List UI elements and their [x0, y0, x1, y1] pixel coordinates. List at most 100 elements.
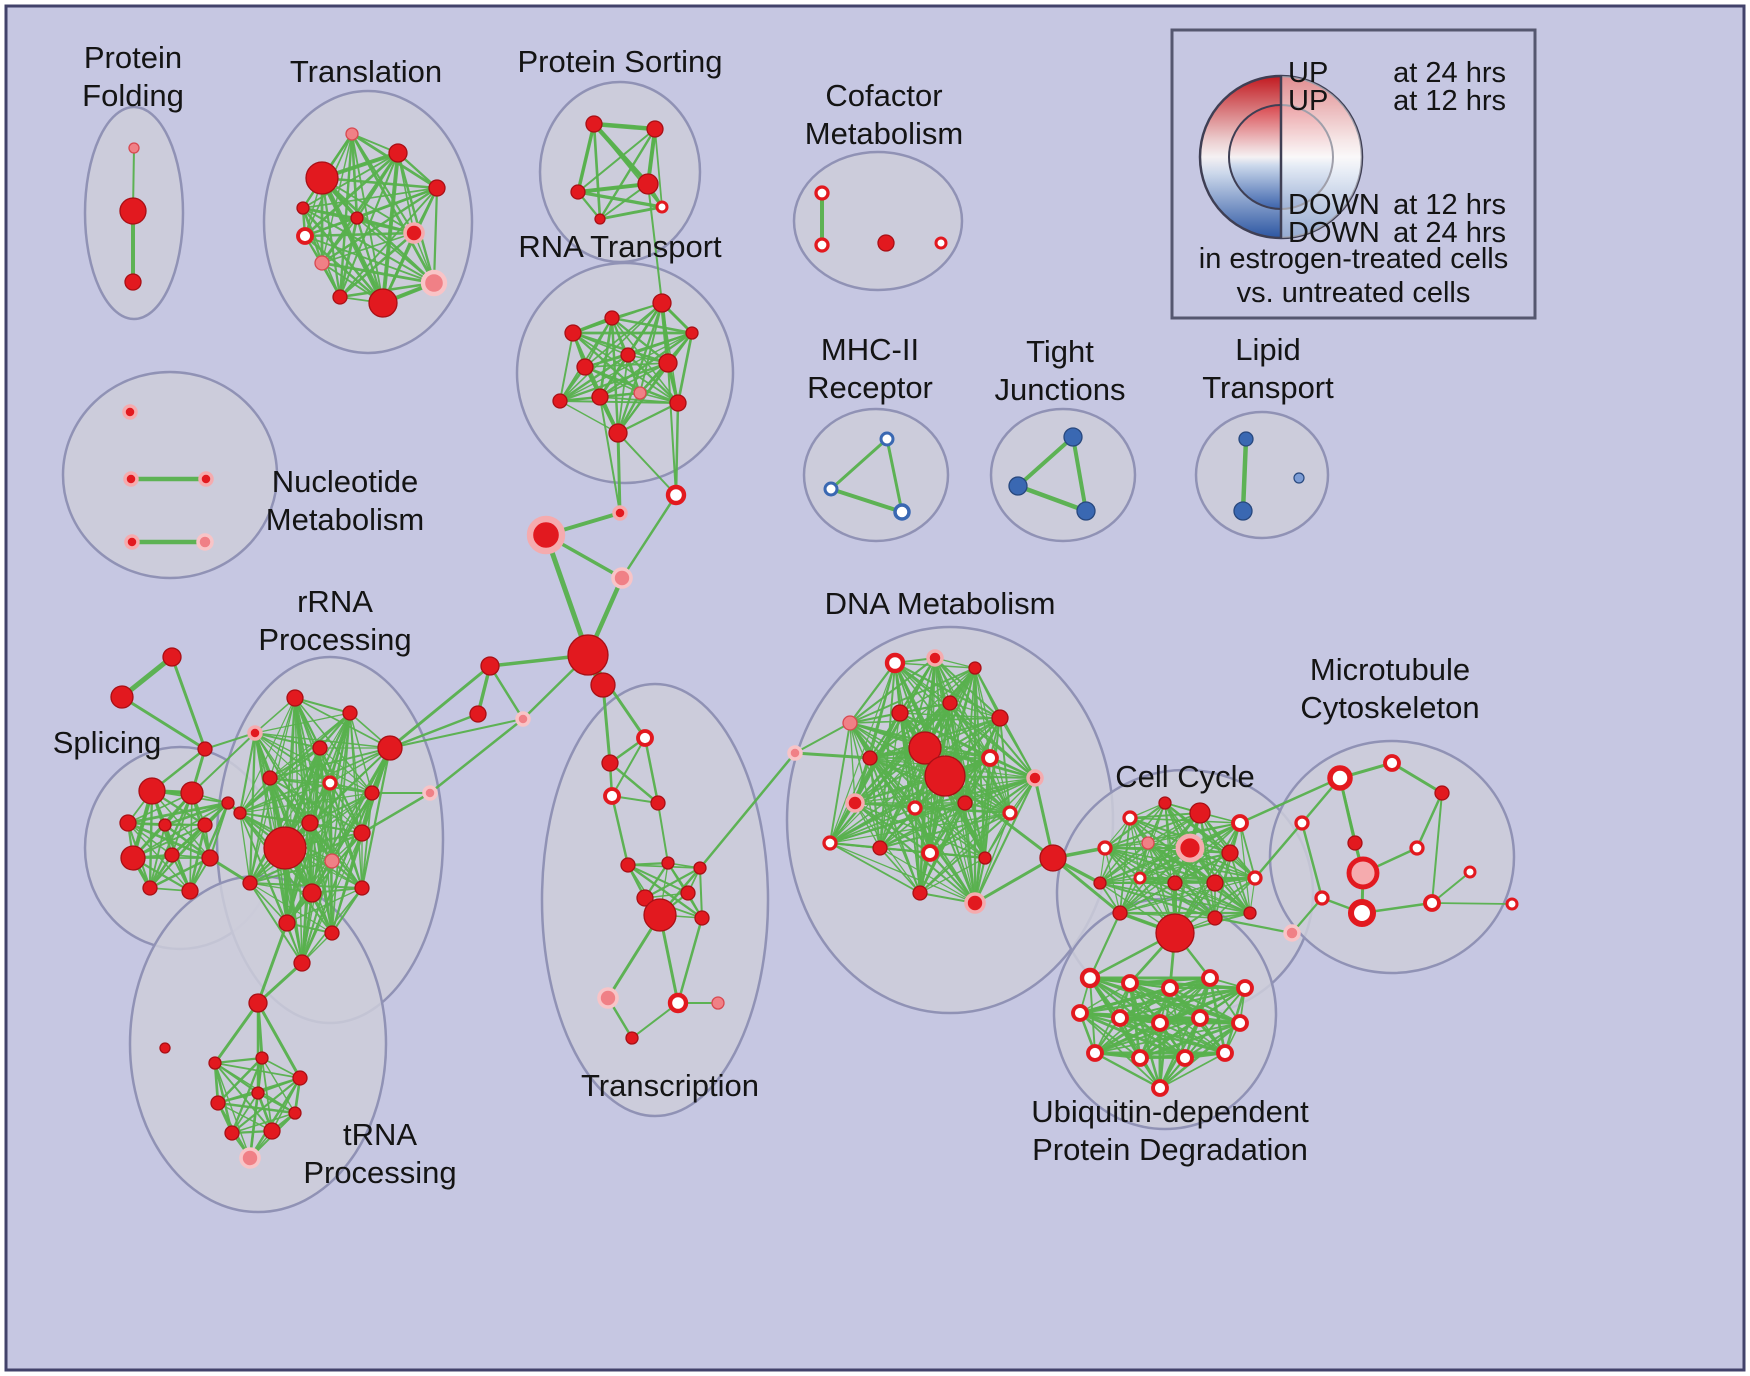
cluster-label-rna-transport: RNA Transport [518, 229, 722, 264]
edge [120, 695, 207, 751]
edge [216, 1056, 264, 1105]
edge [626, 863, 704, 920]
gene-node [912, 885, 928, 901]
gene-node [1161, 979, 1179, 997]
edge [1390, 761, 1444, 795]
gene-node [1505, 897, 1519, 911]
gene-node [665, 484, 687, 506]
gene-node [480, 656, 500, 676]
gene-node [934, 236, 948, 250]
edge [238, 731, 257, 815]
gene-node [907, 800, 923, 816]
gene-node [1141, 836, 1155, 850]
gene-node [1206, 874, 1224, 892]
edge [591, 121, 658, 132]
edge [973, 776, 1037, 905]
edge [1159, 977, 1211, 1024]
gene-node [814, 237, 830, 253]
gene-node [1131, 1049, 1149, 1067]
edge [559, 302, 663, 402]
gene-node [1076, 501, 1096, 521]
edge [829, 437, 889, 491]
edge [1051, 856, 1122, 915]
edge [1098, 841, 1150, 885]
cluster-label-splicing: Splicing [53, 725, 162, 760]
edge [308, 791, 374, 825]
edge [657, 802, 669, 864]
gene-node [128, 142, 140, 154]
gene-node [814, 185, 830, 201]
legend-direction-label: UP [1288, 57, 1328, 89]
edge [676, 331, 694, 405]
edge [388, 664, 492, 750]
gene-node [1191, 1009, 1209, 1027]
edge [248, 831, 364, 885]
gene-node [242, 875, 258, 891]
edge [1159, 1052, 1226, 1089]
edge [849, 667, 976, 724]
gene-node [1434, 785, 1450, 801]
gene-node [221, 796, 235, 810]
edge [617, 432, 677, 496]
edge [239, 777, 271, 814]
edge [1129, 812, 1201, 819]
gene-node [601, 754, 619, 772]
edge [599, 396, 621, 514]
edge [127, 792, 193, 824]
edge [304, 217, 358, 237]
gene-node [620, 347, 636, 363]
edge [626, 331, 694, 357]
edge [248, 1076, 302, 1160]
edge [584, 302, 663, 368]
edge [919, 857, 986, 894]
edge [350, 132, 359, 220]
edge [1099, 852, 1231, 884]
edge [428, 717, 525, 795]
edge [577, 128, 656, 193]
edge [543, 532, 591, 658]
edge [829, 812, 1011, 844]
gene-node [1231, 814, 1249, 832]
gene-node [314, 255, 330, 271]
gene-node [288, 1106, 302, 1120]
edge [249, 882, 288, 924]
edge [654, 128, 663, 208]
gene-node [181, 882, 199, 900]
edge [1093, 1021, 1162, 1055]
edge [302, 152, 399, 209]
gene-node [1383, 754, 1401, 772]
edge [253, 731, 289, 925]
edge [432, 186, 439, 285]
edge [1415, 791, 1444, 850]
gene-node [1151, 1079, 1169, 1097]
gene-node [239, 1147, 261, 1169]
legend-direction-label: UP [1288, 85, 1328, 117]
edge [1119, 882, 1176, 914]
gene-node [1093, 876, 1107, 890]
edge [660, 301, 670, 365]
edge [849, 722, 881, 849]
edge [239, 812, 251, 884]
cluster-label-trna-processing: Processing [303, 1155, 456, 1190]
edge [1174, 882, 1251, 914]
gene-node [650, 795, 666, 811]
edge [254, 712, 351, 734]
edge [351, 133, 384, 304]
gene-node [422, 785, 438, 801]
gene-node [1294, 815, 1310, 831]
gene-node [197, 817, 213, 833]
edge [355, 186, 439, 220]
edge [829, 802, 966, 844]
edge [878, 801, 967, 850]
edge [869, 757, 921, 894]
edge [571, 331, 670, 365]
edge [301, 792, 373, 964]
gene-node [208, 1056, 222, 1070]
gene-node [322, 775, 338, 791]
edge [1078, 976, 1212, 1015]
edge [254, 732, 321, 749]
gene-node [655, 200, 669, 214]
gene-node [1293, 472, 1305, 484]
edge [254, 732, 391, 749]
edge [256, 1001, 302, 1080]
